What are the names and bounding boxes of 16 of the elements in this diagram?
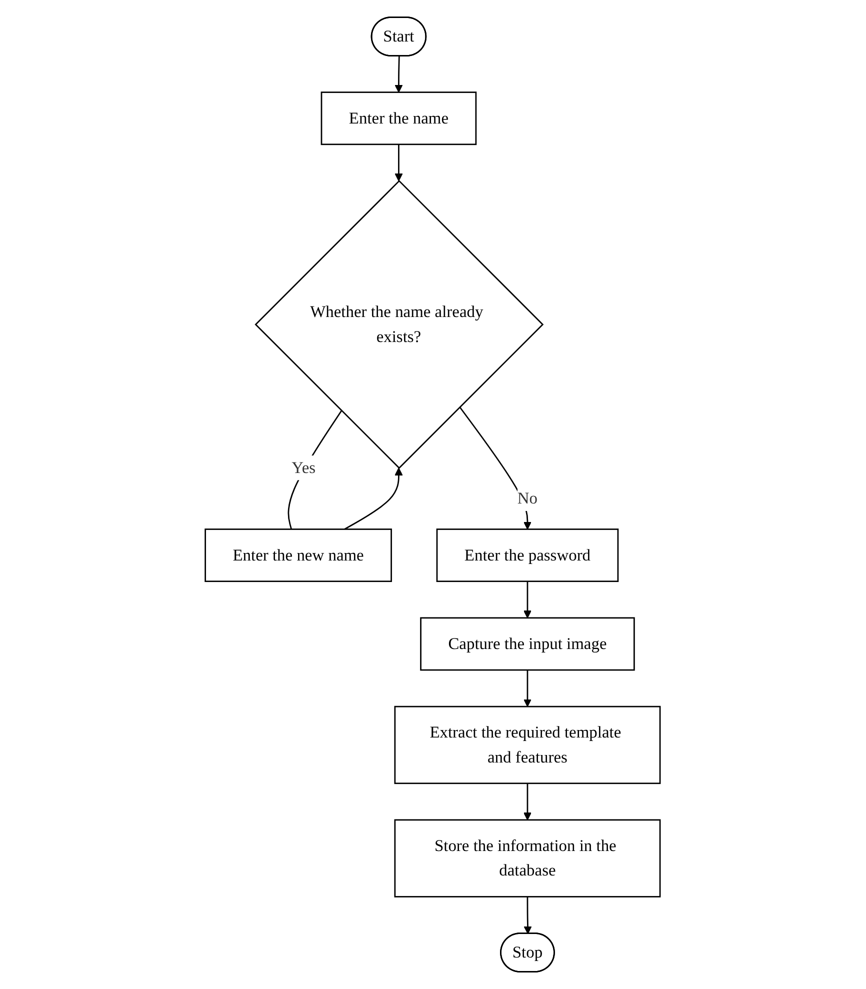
arrow [524, 581, 532, 618]
node-box: Enter the password [436, 528, 619, 582]
arrow [524, 783, 532, 820]
node-box: Enter the name [321, 92, 477, 146]
arrow [344, 468, 404, 530]
node-box: Enter the new name [204, 528, 392, 582]
arrow [395, 144, 404, 182]
connector [288, 410, 342, 530]
arrow [395, 56, 404, 93]
arrow [524, 896, 532, 934]
edge-label: No [518, 489, 538, 508]
node-box: Capture the input image [420, 617, 636, 671]
node-box: Extract the required template and features [394, 706, 662, 784]
node-box: Store the information in the database [394, 819, 662, 898]
edge-label: Yes [292, 458, 316, 477]
arrow [524, 670, 532, 707]
